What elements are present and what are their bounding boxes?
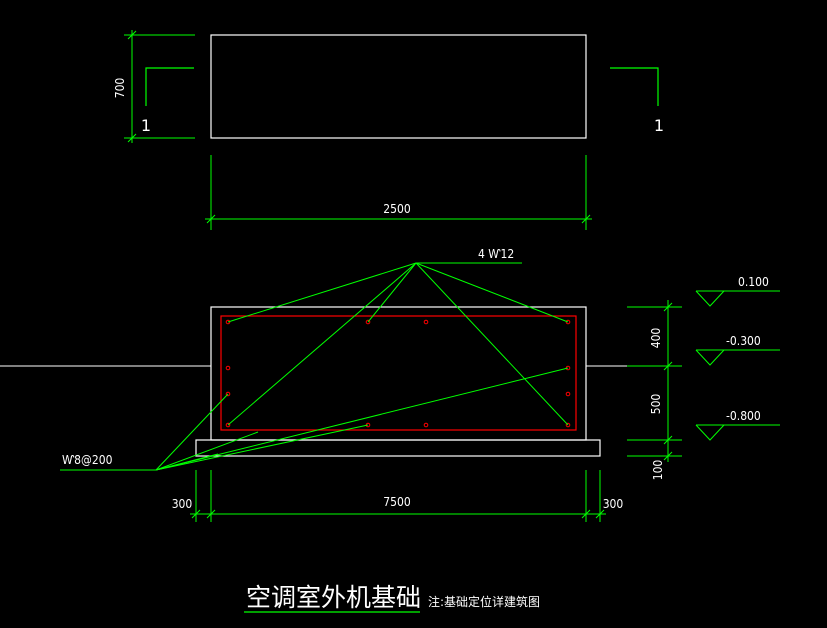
right-dim-top: 400 — [649, 328, 663, 349]
elevation-top: 0.100 — [738, 275, 769, 289]
bottom-dim-right: 300 — [603, 497, 624, 511]
cushion-layer — [195, 439, 601, 457]
bottom-dim-left: 300 — [172, 497, 193, 511]
plan-height-dimension — [124, 30, 195, 143]
bottom-dim-middle: 7500 — [383, 495, 411, 509]
section-mark-left-number: 1 — [141, 116, 151, 135]
section-mark-right — [610, 67, 659, 106]
drawing-title: 空调室外机基础 — [246, 583, 421, 612]
right-dim-bottom: 100 — [651, 460, 665, 481]
elevation-markers — [695, 290, 780, 441]
plan-view: 700 1 1 2500 — [113, 30, 664, 230]
top-rebar-leaders — [227, 262, 569, 426]
elevation-bottom: -0.800 — [726, 409, 761, 423]
title-block: 空调室外机基础 注:基础定位详建筑图 — [244, 583, 540, 613]
section-mark-left — [145, 67, 194, 106]
plan-outline — [210, 34, 587, 139]
rebar-dots — [225, 319, 571, 428]
plan-height-label: 700 — [113, 78, 127, 99]
top-rebar-label: 4 Ⱳ12 — [478, 247, 514, 261]
foundation-outline — [210, 306, 587, 441]
stirrup-label: Ⱳ8@200 — [62, 453, 113, 467]
stirrup-leaders — [60, 367, 569, 471]
rebar-cage — [220, 315, 577, 431]
section-mark-right-number: 1 — [654, 116, 664, 135]
elevation-middle: -0.300 — [726, 334, 761, 348]
bottom-dimension — [190, 470, 606, 522]
right-dim-middle: 500 — [649, 394, 663, 415]
drawing-note: 注:基础定位详建筑图 — [428, 594, 540, 609]
plan-width-label: 2500 — [383, 202, 411, 216]
section-view: 4 Ⱳ12 Ⱳ8@200 300 7500 300 — [0, 247, 780, 522]
right-dimension — [627, 300, 682, 462]
plan-width-dimension — [205, 155, 592, 230]
